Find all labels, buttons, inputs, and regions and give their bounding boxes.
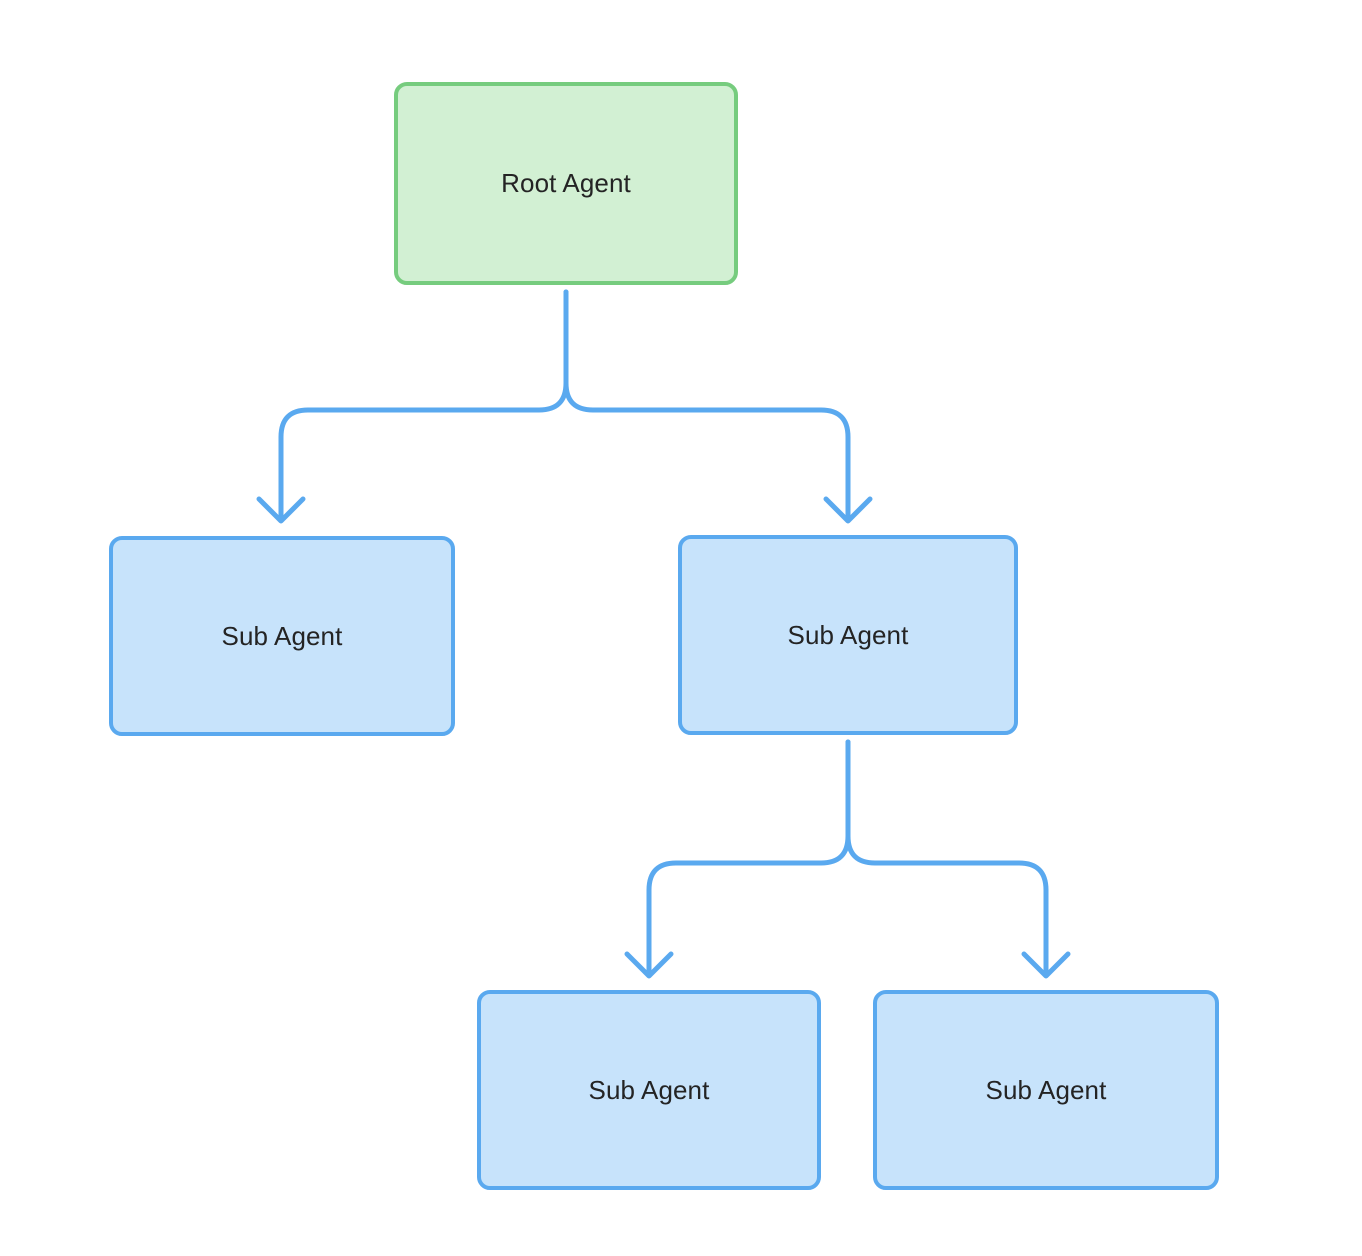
- node-label: Sub Agent: [985, 1074, 1107, 1105]
- node-sub-agent-2[interactable]: Sub Agent: [678, 535, 1018, 735]
- arrowhead-chevron: [624, 951, 674, 979]
- node-sub-agent-3[interactable]: Sub Agent: [477, 990, 821, 1190]
- edge-sub-agent-2-to-sub-agent-4: [845, 739, 1071, 979]
- node-label: Sub Agent: [787, 619, 909, 650]
- node-root-agent[interactable]: Root Agent: [394, 82, 738, 285]
- edge-root-to-sub-agent-2: [563, 289, 873, 524]
- node-label: Sub Agent: [221, 620, 343, 651]
- arrowhead-chevron: [256, 496, 306, 524]
- arrowhead-chevron: [823, 496, 873, 524]
- node-sub-agent-1[interactable]: Sub Agent: [109, 536, 455, 736]
- node-label: Sub Agent: [588, 1074, 710, 1105]
- arrowhead-chevron: [1021, 951, 1071, 979]
- edge-root-to-sub-agent-1: [256, 289, 569, 524]
- node-label: Root Agent: [501, 168, 631, 199]
- edge-sub-agent-2-to-sub-agent-3: [624, 739, 851, 979]
- node-sub-agent-4[interactable]: Sub Agent: [873, 990, 1219, 1190]
